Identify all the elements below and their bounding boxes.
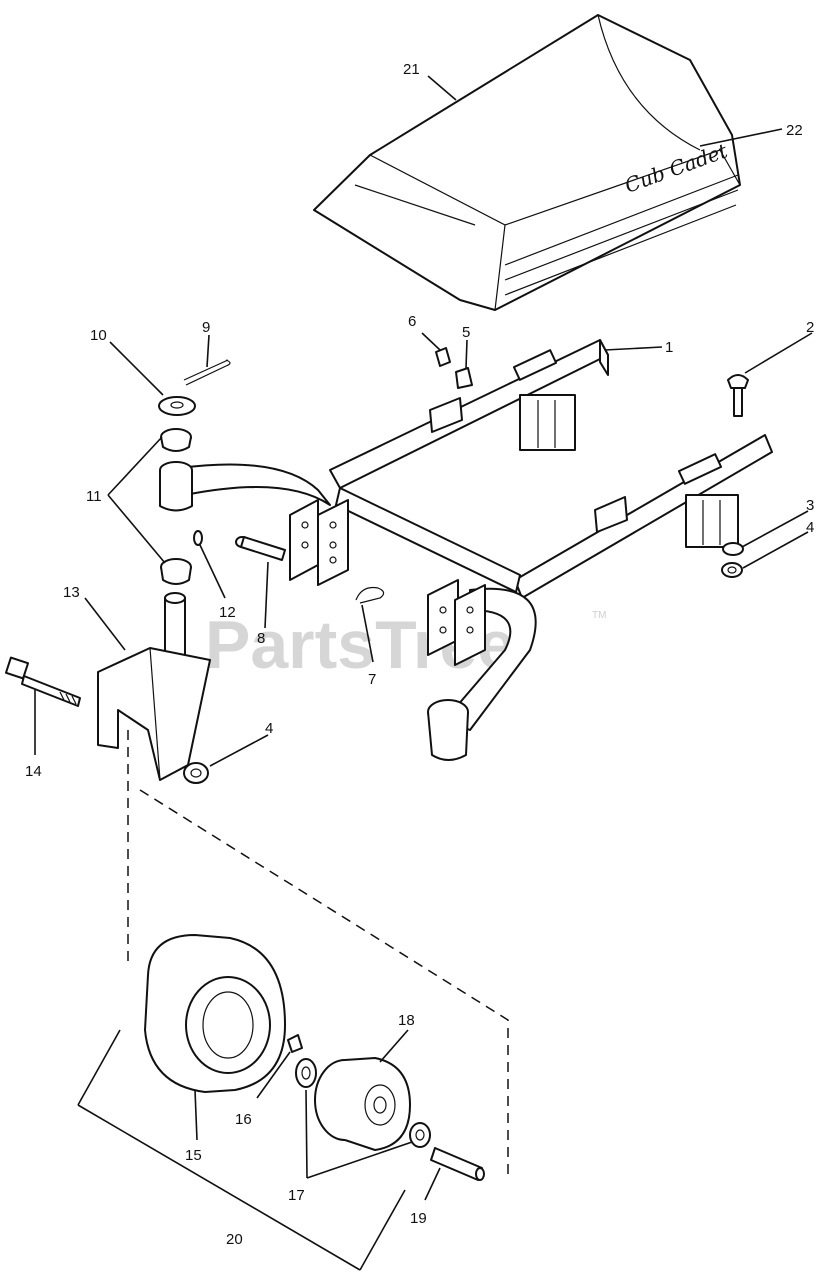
callout-19[interactable]: 19	[410, 1210, 427, 1227]
grease-fitting-part-12[interactable]	[193, 530, 203, 546]
callout-7[interactable]: 7	[368, 671, 376, 688]
screw-part-6[interactable]	[435, 347, 451, 367]
wheel-assembly-bracket-20	[77, 1029, 406, 1271]
callout-11[interactable]: 11	[86, 488, 102, 505]
callout-17[interactable]: 17	[288, 1187, 305, 1204]
assembly-dashed-lines	[127, 730, 509, 1180]
callout-21[interactable]: 21	[403, 61, 420, 78]
callout-9[interactable]: 9	[202, 319, 210, 336]
leader-lines	[34, 75, 813, 1201]
callout-16[interactable]: 16	[235, 1111, 252, 1128]
hairpin-part-7[interactable]	[355, 586, 385, 604]
callout-12[interactable]: 12	[219, 604, 236, 621]
pin-part-8[interactable]	[235, 536, 286, 561]
callout-22[interactable]: 22	[786, 122, 803, 139]
bushing-part-11-upper[interactable]	[160, 428, 192, 452]
watermark-trademark: TM	[592, 610, 606, 621]
rim-part-18[interactable]	[314, 1057, 411, 1151]
callout-15[interactable]: 15	[185, 1147, 202, 1164]
tire-part-15[interactable]	[144, 934, 286, 1093]
bearing-part-17-right[interactable]	[409, 1122, 431, 1148]
callout-20[interactable]: 20	[226, 1231, 243, 1248]
callout-4-left[interactable]: 4	[265, 720, 273, 737]
callout-labels: 21 22 1 2 3 4 5 6 7 8 9 10 11 12 13 14 4…	[25, 61, 814, 1248]
washer-part-3[interactable]	[722, 542, 744, 556]
callout-6[interactable]: 6	[408, 313, 416, 330]
clip-part-5[interactable]	[455, 367, 473, 389]
nut-part-4-right[interactable]	[721, 562, 743, 578]
cotter-pin-part-9[interactable]	[183, 359, 231, 386]
callout-4-right[interactable]: 4	[806, 519, 814, 536]
hood-part-21[interactable]: Cub Cadet	[313, 14, 741, 311]
frame-plates-left	[289, 499, 349, 586]
valve-stem-part-16[interactable]	[287, 1034, 303, 1053]
washer-part-10[interactable]	[158, 396, 196, 416]
spindle-housing	[159, 461, 193, 512]
callout-3[interactable]: 3	[806, 497, 814, 514]
callout-13[interactable]: 13	[63, 584, 80, 601]
caster-yoke-part-13[interactable]	[97, 592, 211, 781]
callout-14[interactable]: 14	[25, 763, 42, 780]
callout-2[interactable]: 2	[806, 319, 814, 336]
callout-18[interactable]: 18	[398, 1012, 415, 1029]
bearing-part-17-left[interactable]	[295, 1058, 317, 1088]
bolt-part-2[interactable]	[727, 374, 749, 417]
callout-5[interactable]: 5	[462, 324, 470, 341]
front-frame-part-1[interactable]	[179, 339, 773, 761]
bushing-part-11-lower[interactable]	[160, 558, 192, 585]
spacer-part-19[interactable]	[430, 1147, 485, 1181]
bolt-part-14[interactable]	[4, 656, 81, 707]
callout-8[interactable]: 8	[257, 630, 265, 647]
nut-part-4-left[interactable]	[183, 762, 209, 784]
callout-10[interactable]: 10	[90, 327, 107, 344]
frame-plates-right	[427, 579, 486, 666]
callout-1[interactable]: 1	[665, 339, 673, 356]
